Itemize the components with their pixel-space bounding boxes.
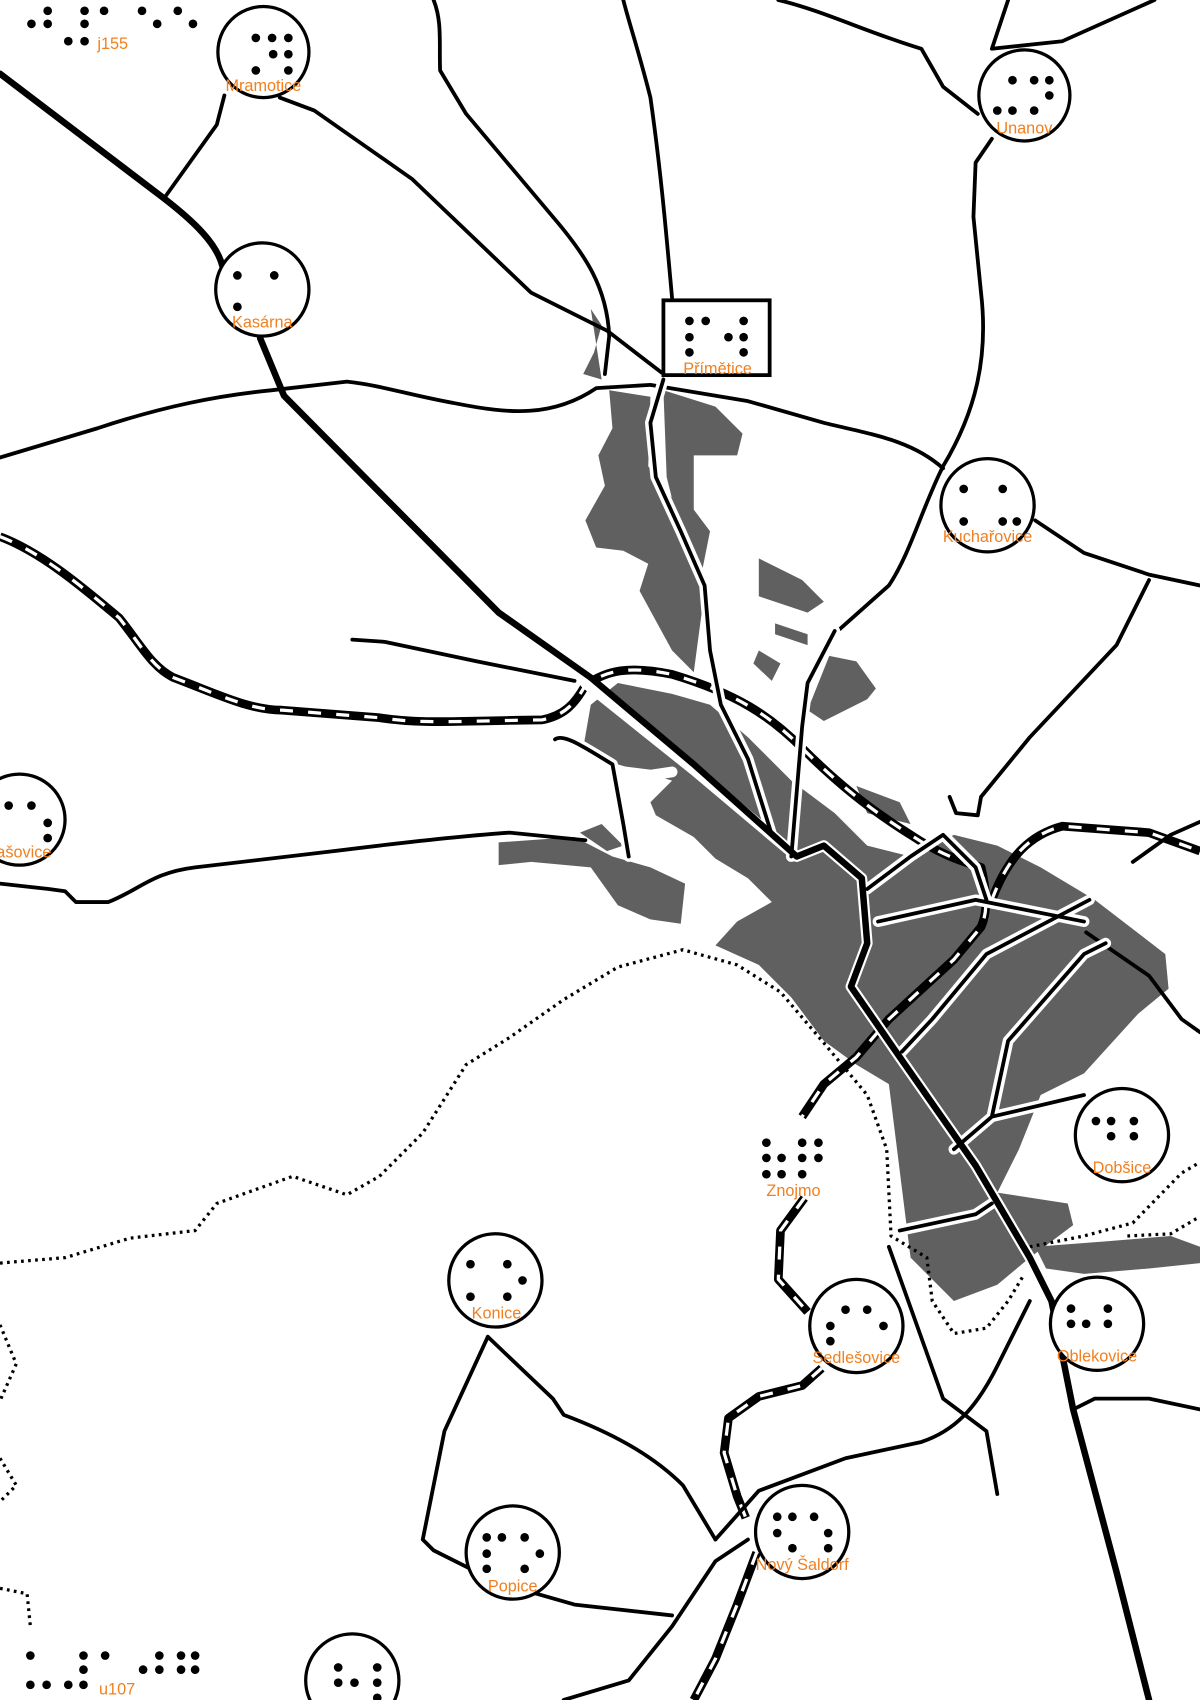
braille-icon (762, 1138, 823, 1179)
place-mramotice[interactable]: Mramotice (216, 4, 311, 100)
sheet-ref-label: u107 (99, 1681, 135, 1699)
place-znojmo[interactable]: Znojmo (762, 1138, 823, 1200)
place-label: ašovice (0, 844, 51, 862)
sheet-ref-bottom-left: u107 (26, 1651, 200, 1699)
footpaths (0, 948, 1200, 1627)
braille-icon (482, 1533, 545, 1574)
braille-icon (959, 484, 1022, 526)
place-label: Oblekovice (1057, 1348, 1137, 1366)
place-label: Kasárna (232, 313, 293, 331)
braille-icon (4, 801, 53, 843)
braille-icon (992, 75, 1054, 115)
place-sedlesovice[interactable]: Sedlešovice (808, 1277, 905, 1375)
place-label: Mramotice (225, 77, 301, 95)
braille-icon (466, 1259, 527, 1302)
place-label: Znojmo (766, 1182, 820, 1200)
braille-icon (27, 6, 198, 46)
place-primetice[interactable]: Přímětice (661, 298, 772, 378)
place-label: Přímětice (683, 360, 752, 378)
braille-icon (685, 316, 748, 357)
place-kucharovice[interactable]: Kuchařovice (939, 456, 1036, 554)
place-label: Unanov (996, 119, 1053, 137)
place-label: Popice (488, 1578, 538, 1596)
place-label: Nový Šaldorf (756, 1555, 850, 1574)
place-unanov[interactable]: Unanov (977, 48, 1072, 143)
place-dobsice[interactable]: Dobšice (1073, 1086, 1171, 1184)
sheet-ref-top-left: j155 (27, 6, 198, 53)
place-novy-saldorf[interactable]: Nový Šaldorf (753, 1483, 851, 1581)
place-kasarna[interactable]: Kasárna (214, 241, 311, 338)
place-label: Kuchařovice (943, 528, 1032, 546)
braille-icon (333, 1663, 382, 1700)
place-label: Sedlešovice (813, 1349, 901, 1367)
place-asovice[interactable]: ašovice (0, 772, 67, 867)
sheet-ref-label: j155 (96, 35, 128, 53)
place-popice[interactable]: Popice (464, 1504, 561, 1601)
place-oblekovice[interactable]: Oblekovice (1048, 1275, 1146, 1373)
place-unlabeled-bottom[interactable] (304, 1632, 401, 1700)
braille-icon (826, 1305, 888, 1346)
built-up-area (498, 308, 1200, 1302)
braille-icon (1091, 1116, 1139, 1141)
braille-icon (26, 1651, 200, 1690)
braille-icon (1066, 1304, 1113, 1329)
braille-icon (233, 271, 279, 312)
place-label: Konice (472, 1304, 522, 1322)
place-konice[interactable]: Konice (447, 1232, 544, 1329)
place-label: Dobšice (1093, 1159, 1152, 1177)
braille-icon (251, 33, 293, 75)
braille-icon (772, 1512, 833, 1553)
